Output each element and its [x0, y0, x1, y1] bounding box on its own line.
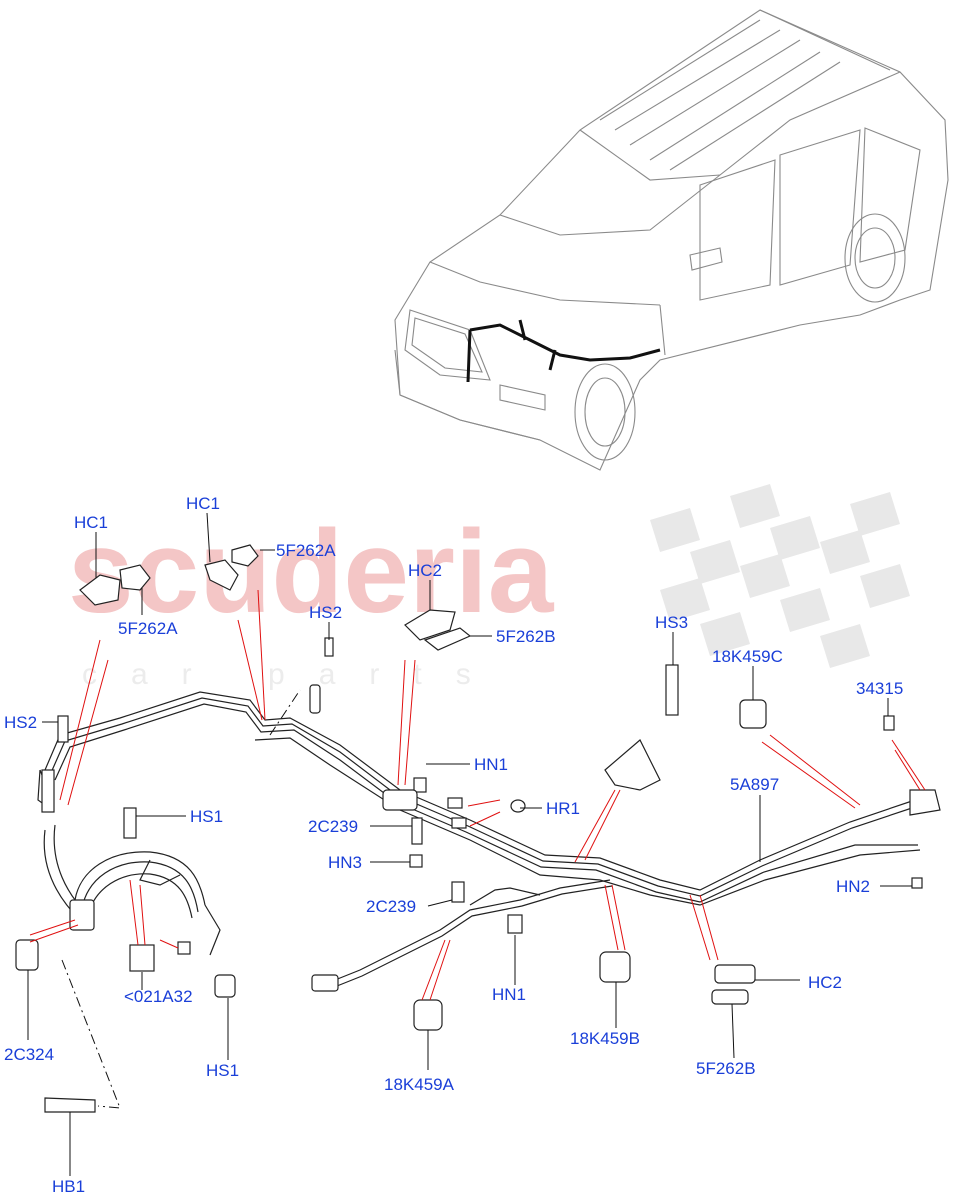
label-hs1-top: HS1: [190, 807, 223, 826]
bolt-hb1: [44, 1097, 96, 1113]
bolt-hs1-top: [123, 807, 137, 839]
red-leaders: [29, 589, 926, 1001]
nut-hn2: [911, 877, 923, 889]
leader-lines: [27, 512, 912, 1176]
bolt-hs2-left: [57, 715, 69, 743]
fitting-34315: [883, 715, 895, 731]
brake-pipe-assembly: [37, 691, 921, 992]
label-5f262b-bottom: 5F262B: [696, 1059, 756, 1078]
callout-labels: HC1 HC1 5F262A 5F262A HC2 5F262B HS2 HS3…: [4, 494, 903, 1196]
label-hn3: HN3: [328, 853, 362, 872]
label-5a897: 5A897: [730, 775, 779, 794]
label-hs1-bottom: HS1: [206, 1061, 239, 1080]
label-5f262b-top: 5F262B: [496, 627, 556, 646]
bolt-hs2-mid: [324, 637, 334, 657]
sensor-2c324: [15, 939, 39, 971]
label-5f262a-top: 5F262A: [276, 541, 336, 560]
vehicle-outline: [394, 9, 949, 471]
label-5f262a-left: 5F262A: [118, 619, 178, 638]
grommet-5f262a-left: [119, 564, 151, 591]
label-021a32: <021A32: [124, 987, 193, 1006]
seal-021a32: [129, 944, 155, 972]
label-hc2-top: HC2: [408, 561, 442, 580]
nut-hn1-top: [413, 777, 427, 793]
watermark-sub: car parts: [82, 658, 505, 691]
watermark: scuderia car parts: [68, 484, 910, 691]
label-hn1-bottom: HN1: [492, 985, 526, 1004]
label-18k459b: 18K459B: [570, 1029, 640, 1048]
nut-hn3: [409, 854, 423, 868]
label-hb1: HB1: [52, 1177, 85, 1196]
vehicle-brake-lines: [466, 319, 661, 383]
bolt-hs3: [665, 664, 679, 716]
label-2c239-bottom: 2C239: [366, 897, 416, 916]
nut-hn1-bottom: [507, 914, 523, 934]
clip-hc2-bottom: [714, 964, 756, 984]
label-2c324: 2C324: [4, 1045, 54, 1064]
label-hs2-left: HS2: [4, 713, 37, 732]
watermark-brand: scuderia: [68, 506, 555, 638]
clip-hc1-top: [204, 559, 239, 591]
switch-2c239-top: [411, 817, 423, 845]
bush-18k459b: [599, 951, 631, 983]
label-hn1-top: HN1: [474, 755, 508, 774]
label-hc2-bottom: HC2: [808, 973, 842, 992]
label-hs3: HS3: [655, 613, 688, 632]
bracket: [604, 739, 661, 791]
grommet-5f262b-bottom: [711, 989, 749, 1005]
components: [15, 544, 941, 1113]
label-hc1-left: HC1: [74, 513, 108, 532]
clip-hc2-top: [404, 609, 456, 641]
label-hs2-mid: HS2: [309, 603, 342, 622]
switch-2c239-bottom: [451, 881, 465, 903]
grommet-5f262a-top: [231, 544, 259, 567]
label-hr1: HR1: [546, 799, 580, 818]
bush-18k459a: [413, 999, 443, 1031]
label-18k459c: 18K459C: [712, 647, 783, 666]
bolt-hs1-bottom: [214, 974, 236, 998]
clip-hc1-left: [79, 574, 121, 606]
ring-hr1: [510, 799, 526, 813]
bush-18k459c: [739, 699, 767, 729]
label-hc1-top: HC1: [186, 494, 220, 513]
checkered-flag-icon: [650, 484, 910, 668]
label-34315: 34315: [856, 679, 903, 698]
label-hn2: HN2: [836, 877, 870, 896]
label-2c239-top: 2C239: [308, 817, 358, 836]
label-18k459a: 18K459A: [384, 1075, 455, 1094]
